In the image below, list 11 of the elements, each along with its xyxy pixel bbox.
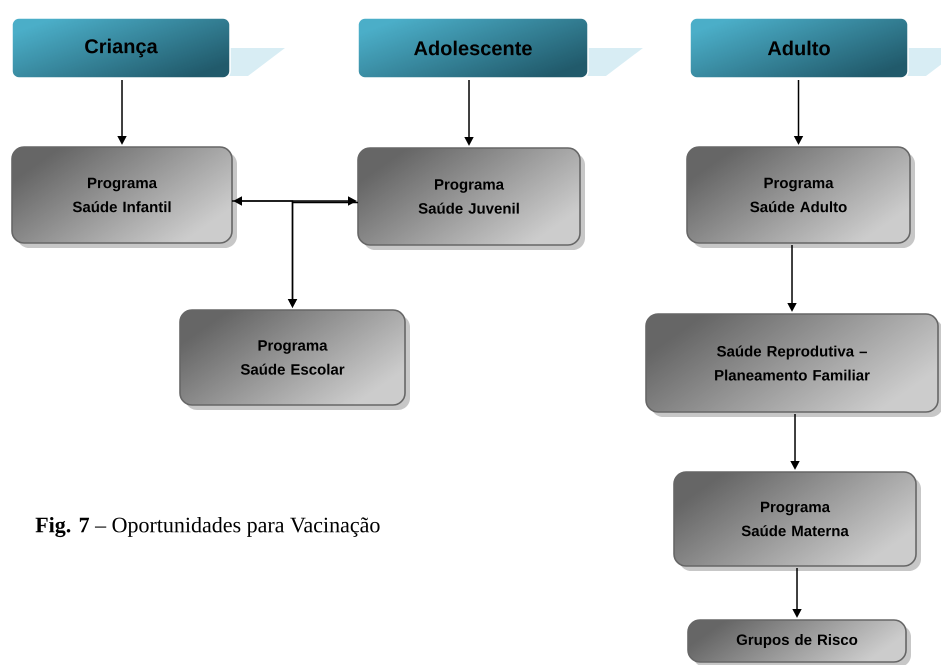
process-box: Programa Saúde Adulto — [686, 146, 915, 248]
process-box: Programa Saúde Juvenil — [357, 147, 585, 250]
header-box: Adolescente — [357, 17, 643, 79]
process-box: Programa Saúde Materna — [673, 471, 921, 571]
process-box: Programa Saúde Infantil — [11, 146, 237, 248]
process-box: Programa Saúde Escolar — [179, 309, 410, 410]
header-box: Criança — [11, 17, 285, 79]
figure-caption: Fig. 7 – Oportunidades para Vacinação — [36, 516, 380, 538]
header-box: Adulto — [689, 17, 941, 79]
process-box: Saúde Reprodutiva – Planeamento Familiar — [645, 313, 941, 417]
process-box: Grupos de Risco — [687, 619, 911, 665]
